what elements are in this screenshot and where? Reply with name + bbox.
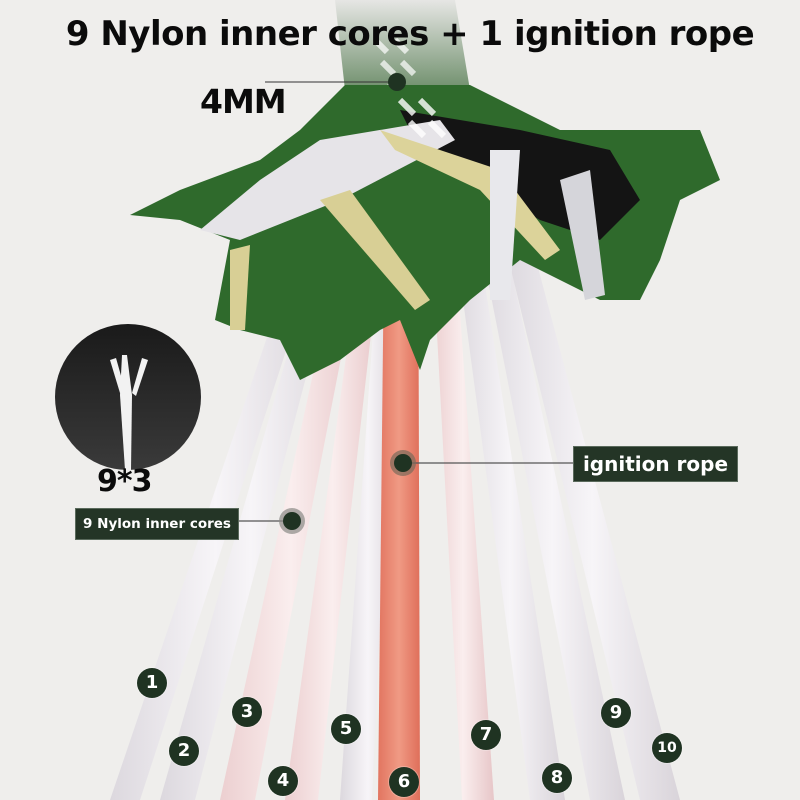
frayed-sheath <box>130 85 720 380</box>
strand-number-7: 7 <box>471 720 501 750</box>
headline: 9 Nylon inner cores + 1 ignition rope <box>65 14 755 54</box>
inner-cores-callout: 9 Nylon inner cores <box>75 508 239 540</box>
strand-number-3: 3 <box>232 697 262 727</box>
rope-sheath-top <box>335 0 470 99</box>
strand-number-9: 9 <box>601 698 631 728</box>
strand-number-1: 1 <box>137 668 167 698</box>
diameter-label: 4MM <box>200 82 287 121</box>
strand-number-10: 10 <box>652 733 682 763</box>
strand-number-6: 6 <box>389 767 419 797</box>
core-detail-inset <box>55 324 201 470</box>
inset-label: 9*3 <box>97 464 152 499</box>
strand-number-8: 8 <box>542 763 572 793</box>
callout-lines <box>237 73 573 534</box>
strand-number-2: 2 <box>169 736 199 766</box>
strand-number-5: 5 <box>331 714 361 744</box>
strand-number-4: 4 <box>268 766 298 796</box>
ignition-rope-callout: ignition rope <box>573 446 738 482</box>
